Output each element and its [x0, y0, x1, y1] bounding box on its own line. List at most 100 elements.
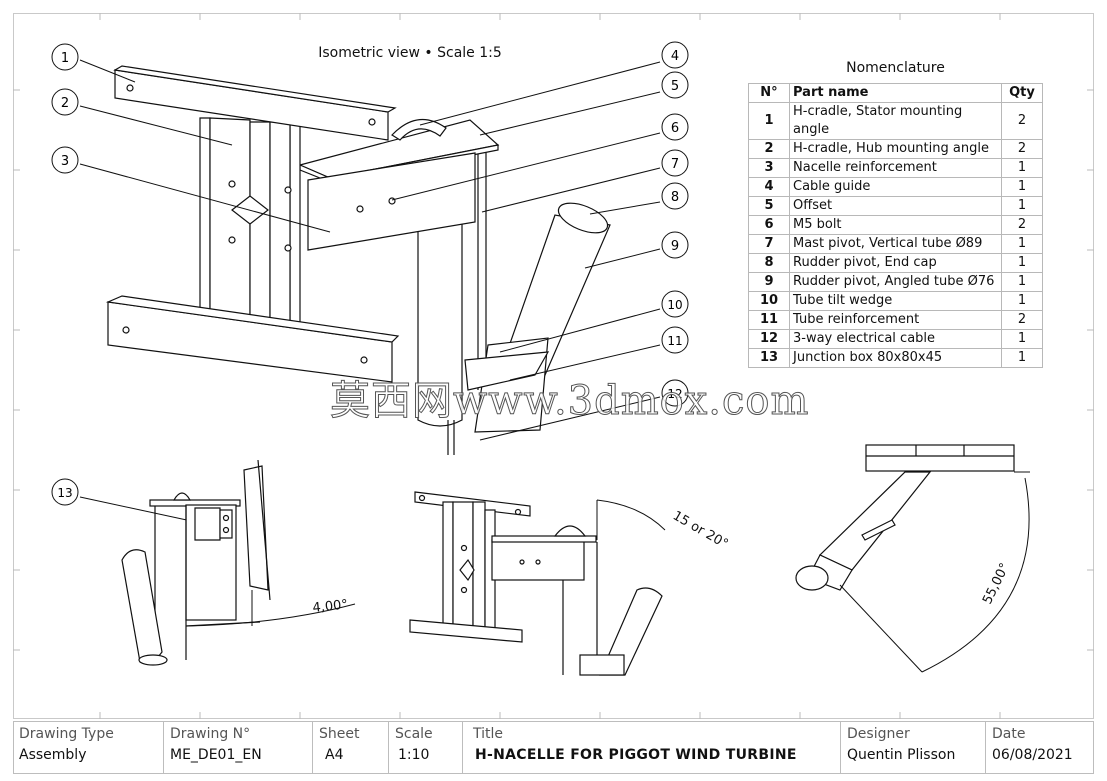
front-view: 15 or 20° [409, 491, 730, 676]
row-name: Nacelle reinforcement [789, 158, 1002, 178]
balloon-2: 2 [51, 88, 79, 116]
balloon-label: 6 [671, 121, 679, 136]
row-name: 3-way electrical cable [789, 329, 1002, 349]
row-num: 7 [748, 234, 790, 254]
drawing-type-value: Assembly [19, 747, 87, 763]
title-block-scale: Scale 1:10 [389, 721, 463, 774]
tilt-dimension: 4,00° [312, 597, 349, 616]
balloon-label: 12 [667, 387, 682, 401]
designer-value: Quentin Plisson [847, 747, 956, 763]
balloon-12: 12 [661, 379, 689, 407]
title-value: H-NACELLE FOR PIGGOT WIND TURBINE [475, 747, 797, 763]
table-header-row: N° Part name Qty [748, 83, 1043, 103]
side-view: 4,00° [121, 459, 356, 666]
row-num: 9 [748, 272, 790, 292]
row-name: Rudder pivot, End cap [789, 253, 1002, 273]
row-name: Offset [789, 196, 1002, 216]
date-label: Date [992, 726, 1026, 742]
balloon-label: 11 [667, 334, 682, 348]
row-name: M5 bolt [789, 215, 1002, 235]
balloon-label: 5 [671, 79, 679, 94]
row-qty: 1 [1001, 196, 1043, 216]
sheet-value: A4 [325, 747, 344, 763]
designer-label: Designer [847, 726, 910, 742]
balloon-3: 3 [51, 146, 79, 174]
end-cap [557, 202, 609, 234]
row-qty: 1 [1001, 177, 1043, 197]
title-block-drawing-no: Drawing N° ME_DE01_EN [164, 721, 313, 774]
drawing-frame [13, 13, 1094, 719]
row-num: 12 [748, 329, 790, 349]
row-num: 4 [748, 177, 790, 197]
balloon-label: 1 [61, 51, 69, 66]
header-num: N° [748, 83, 790, 103]
balloon-label: 9 [671, 239, 679, 254]
view-title: Isometric view • Scale 1:5 [318, 45, 502, 61]
row-num: 2 [748, 139, 790, 159]
drawing-no-value: ME_DE01_EN [170, 747, 262, 763]
cable-guide [391, 118, 447, 141]
row-num: 10 [748, 291, 790, 311]
row-num: 3 [748, 158, 790, 178]
header-name: Part name [789, 83, 1002, 103]
balloon-label: 4 [671, 49, 679, 64]
balloon-label: 13 [57, 486, 72, 500]
balloon-9: 9 [661, 231, 689, 259]
nomenclature-title: Nomenclature [846, 60, 945, 76]
balloon-label: 10 [667, 298, 682, 312]
watermark: 莫西网www.3dmox.com [329, 378, 810, 425]
row-name: Tube tilt wedge [789, 291, 1002, 311]
title-block-drawing-type: Drawing Type Assembly [13, 721, 164, 774]
row-qty: 2 [1001, 310, 1043, 330]
header-qty: Qty [1001, 83, 1043, 103]
row-qty: 2 [1001, 215, 1043, 235]
balloon-7: 7 [661, 149, 689, 177]
scale-value: 1:10 [398, 747, 430, 763]
row-qty: 1 [1001, 158, 1043, 178]
balloon-label: 2 [61, 96, 69, 111]
balloon-11: 11 [661, 326, 689, 354]
row-num: 5 [748, 196, 790, 216]
drawing-type-label: Drawing Type [19, 726, 114, 742]
row-qty: 2 [1001, 102, 1043, 140]
title-block-designer: Designer Quentin Plisson [841, 721, 986, 774]
row-qty: 1 [1001, 253, 1043, 273]
row-qty: 1 [1001, 329, 1043, 349]
frame-ticks [13, 13, 1094, 719]
sheet-label: Sheet [319, 726, 360, 742]
title-block-date: Date 06/08/2021 [986, 721, 1094, 774]
row-name: Rudder pivot, Angled tube Ø76 [789, 272, 1002, 292]
date-value: 06/08/2021 [992, 747, 1073, 763]
row-num: 1 [748, 102, 790, 140]
balloon-label: 7 [671, 157, 679, 172]
row-name: H-cradle, Hub mounting angle [789, 139, 1002, 159]
row-name: Cable guide [789, 177, 1002, 197]
balloon-1: 1 [51, 43, 79, 71]
row-qty: 2 [1001, 139, 1043, 159]
balloon-10: 10 [661, 290, 689, 318]
leader-lines [79, 59, 661, 523]
row-name: H-cradle, Stator mounting angle [789, 102, 1002, 140]
row-qty: 1 [1001, 291, 1043, 311]
row-qty: 1 [1001, 348, 1043, 368]
row-name: Junction box 80x80x45 [789, 348, 1002, 368]
balloon-5: 5 [661, 71, 689, 99]
junction-box [194, 507, 221, 541]
row-qty: 1 [1001, 272, 1043, 292]
row-num: 11 [748, 310, 790, 330]
balloon-label: 3 [61, 154, 69, 169]
auxiliary-view: 55,00° [795, 444, 1030, 673]
isometric-view [105, 65, 611, 455]
vertical-tube [417, 169, 463, 427]
